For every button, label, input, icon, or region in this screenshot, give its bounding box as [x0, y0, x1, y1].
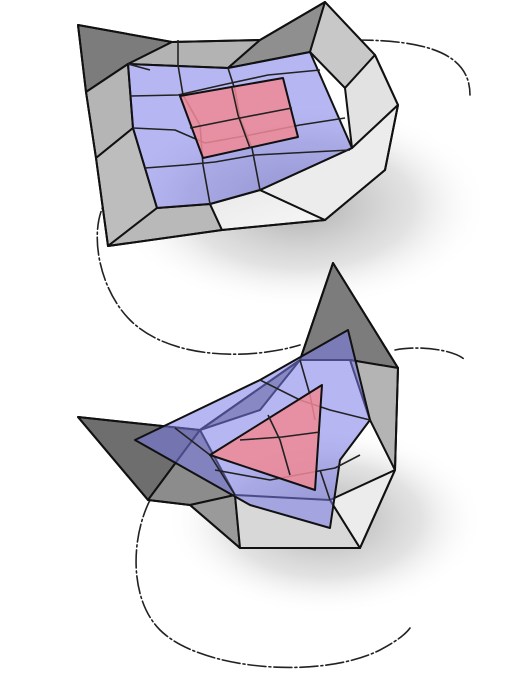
- top-grid-line: [144, 149, 351, 169]
- bottom-red-grid: [239, 431, 321, 441]
- top-panel: [77, 1, 490, 355]
- top-red-grid: [189, 107, 293, 129]
- top-red-grid: [231, 87, 251, 149]
- bottom-grid-line: [319, 469, 331, 501]
- top-grid-line: [130, 69, 321, 97]
- top-outer-boundary: [77, 1, 399, 247]
- bottom-red-grid: [267, 414, 291, 476]
- top-grid-line: [127, 63, 151, 71]
- bottom-panel: [77, 262, 485, 669]
- bottom-loop-curve: [135, 347, 466, 669]
